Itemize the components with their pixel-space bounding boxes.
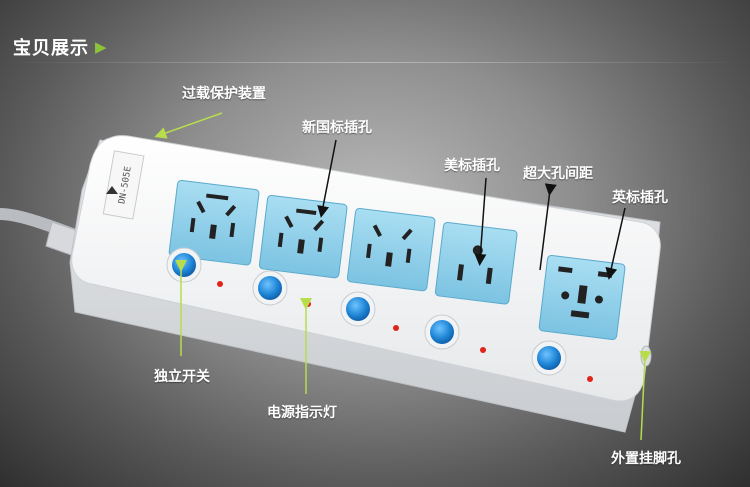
switch-button-5[interactable] [531,340,567,376]
label-overload-protection: 过载保护装置 [182,86,266,102]
led-indicator-5 [587,376,593,382]
play-arrow-icon: ▶ [95,38,107,56]
switch-button-1[interactable] [166,247,202,283]
switch-button-2[interactable] [252,270,288,306]
socket-4-american [434,221,518,305]
label-hanging-hole: 外置挂脚孔 [611,451,681,467]
label-power-indicator: 电源指示灯 [267,405,337,421]
hanging-hole-pointer [639,350,652,441]
overload-pointer [154,112,223,139]
header-divider [0,62,750,63]
label-british-socket: 英标插孔 [612,190,668,206]
british-pointer [605,207,626,280]
socket-3 [346,207,436,292]
hanging-hole-nub [640,345,652,367]
brand-plate: DN-505E [102,150,145,220]
new-national-pointer [317,139,337,218]
led-indicator-3 [393,325,399,331]
label-independent-switch: 独立开关 [154,369,210,385]
brand-logo-icon [106,186,118,194]
socket-5-british [538,254,626,340]
section-title: 宝贝展示 [13,38,89,59]
socket-1 [168,179,260,266]
socket-2 [258,194,348,279]
switch-button-4[interactable] [424,314,460,350]
wide-spacing-pointer [539,183,557,271]
american-pointer [474,177,487,266]
led-indicator-1 [217,281,223,287]
switch-button-3[interactable] [340,291,376,327]
label-wide-spacing: 超大孔间距 [523,166,593,182]
section-header: 宝贝展示 ▶ [13,34,107,60]
label-new-national-socket: 新国标插孔 [302,120,372,136]
label-american-socket: 美标插孔 [444,158,500,174]
led-indicator-4 [480,347,486,353]
